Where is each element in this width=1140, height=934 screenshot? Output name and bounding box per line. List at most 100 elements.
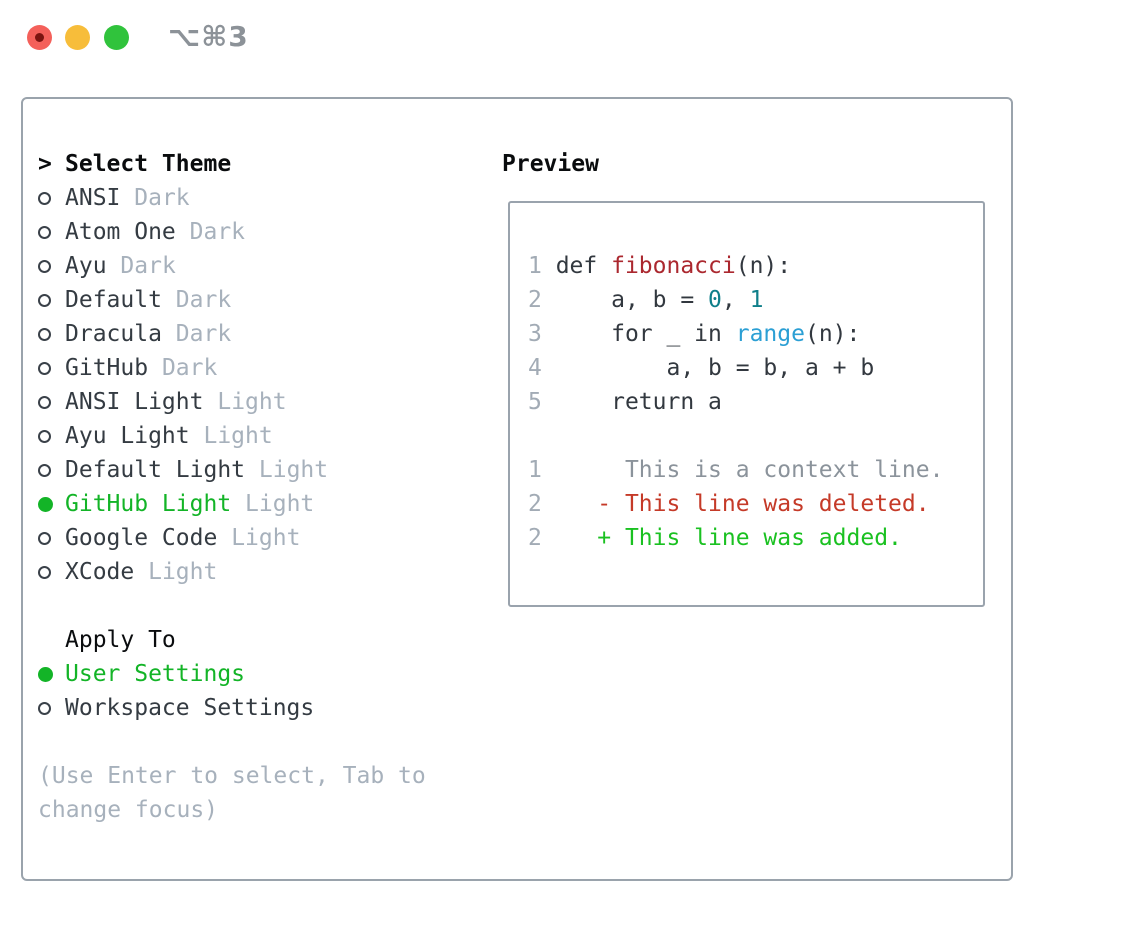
theme-variant: Light xyxy=(203,423,273,449)
apply-to-option[interactable]: Workspace Settings xyxy=(38,691,426,725)
code-token: a, b = xyxy=(555,287,709,313)
code-token: 1 xyxy=(749,287,764,313)
gap xyxy=(162,283,176,317)
theme-name: GitHub xyxy=(65,355,149,381)
theme-option[interactable]: GitHub Light Light xyxy=(38,487,426,521)
prefix-cell xyxy=(38,531,65,545)
code-token: This is a context line. xyxy=(555,457,944,483)
gap xyxy=(120,181,134,215)
prefix-cell xyxy=(38,293,65,307)
code-line: 5 return a xyxy=(528,385,983,419)
theme-name: Google Code xyxy=(65,525,218,551)
select-theme-title: Select Theme xyxy=(65,151,232,177)
code-token: for _ in xyxy=(555,321,736,347)
theme-variant: Light xyxy=(217,389,287,415)
prefix-cell xyxy=(38,666,65,682)
gap xyxy=(217,521,231,555)
code-line: 2 + This line was added. xyxy=(528,521,983,555)
theme-name: GitHub Light xyxy=(65,491,232,517)
gap xyxy=(134,555,148,589)
prefix-cell xyxy=(38,565,65,579)
gap xyxy=(245,453,259,487)
spacer xyxy=(38,589,426,623)
code-token: (n): xyxy=(804,321,861,347)
theme-option[interactable]: Ayu Dark xyxy=(38,249,426,283)
code-token: (n): xyxy=(735,253,792,279)
theme-option[interactable]: GitHub Dark xyxy=(38,351,426,385)
prefix-cell xyxy=(38,259,65,273)
theme-name: ANSI xyxy=(65,185,121,211)
theme-variant: Light xyxy=(231,525,301,551)
prefix-cell xyxy=(38,361,65,375)
prefix-cell xyxy=(38,225,65,239)
radio-icon xyxy=(38,395,51,409)
radio-icon xyxy=(38,293,51,307)
code-token: fibonacci xyxy=(611,253,736,279)
theme-option[interactable]: Ayu Light Light xyxy=(38,419,426,453)
code-line: 3 for _ in range(n): xyxy=(528,317,983,351)
code-line: 4 a, b = b, a + b xyxy=(528,351,983,385)
apply-to-title: Apply To xyxy=(65,627,176,653)
gap xyxy=(176,215,190,249)
radio-icon xyxy=(38,225,51,239)
theme-name: Default Light xyxy=(65,457,246,483)
apply-to-option[interactable]: User Settings xyxy=(38,657,426,691)
theme-option[interactable]: XCode Light xyxy=(38,555,426,589)
code-token: 1 xyxy=(528,457,556,483)
gap xyxy=(162,317,176,351)
gap xyxy=(203,385,217,419)
code-token: 2 xyxy=(528,491,556,517)
theme-variant: Dark xyxy=(120,253,176,279)
radio-icon xyxy=(38,259,51,273)
theme-option[interactable]: Default Light Light xyxy=(38,453,426,487)
maximize-button[interactable] xyxy=(104,25,129,50)
code-token: , xyxy=(721,287,750,313)
close-button[interactable] xyxy=(27,25,52,50)
radio-icon xyxy=(38,361,51,375)
code-token: 1 xyxy=(528,253,556,279)
code-token: - This line was deleted. xyxy=(555,491,930,517)
theme-variant: Dark xyxy=(134,185,190,211)
close-dot-icon xyxy=(35,33,44,42)
preview-title: Preview xyxy=(502,151,599,177)
code-token: return a xyxy=(555,389,722,415)
apply-to-label: Workspace Settings xyxy=(65,695,315,721)
code-token: 3 xyxy=(528,321,556,347)
theme-option[interactable]: ANSI Dark xyxy=(38,181,426,215)
select-theme-header: >Select Theme xyxy=(38,147,426,181)
code-line: 1 This is a context line. xyxy=(528,453,983,487)
minimize-button[interactable] xyxy=(65,25,90,50)
code-token: 2 xyxy=(528,525,556,551)
theme-option[interactable]: Google Code Light xyxy=(38,521,426,555)
theme-name: XCode xyxy=(65,559,135,585)
theme-variant: Dark xyxy=(161,355,218,381)
theme-option[interactable]: Default Dark xyxy=(38,283,426,317)
theme-name: Ayu xyxy=(65,253,107,279)
radio-selected-icon xyxy=(38,666,53,682)
theme-option[interactable]: Atom One Dark xyxy=(38,215,426,249)
code-token: 4 xyxy=(528,355,556,381)
code-line: 2 a, b = 0, 1 xyxy=(528,283,983,317)
prefix-cell xyxy=(38,429,65,443)
radio-icon xyxy=(38,701,51,715)
radio-selected-icon xyxy=(38,496,53,512)
theme-name: Dracula xyxy=(65,321,162,347)
theme-option[interactable]: Dracula Dark xyxy=(38,317,426,351)
code-token: + This line was added. xyxy=(555,525,902,551)
window-title: ⌥⌘3 xyxy=(168,20,249,53)
gap xyxy=(107,249,121,283)
radio-icon xyxy=(38,191,51,205)
theme-option[interactable]: ANSI Light Light xyxy=(38,385,426,419)
prefix-cell xyxy=(38,463,65,477)
prefix-cell xyxy=(38,701,65,715)
gap xyxy=(148,351,162,385)
hint-line: (Use Enter to select, Tab to xyxy=(38,763,426,789)
theme-variant: Light xyxy=(245,491,315,517)
prefix-cell xyxy=(38,191,65,205)
prefix-cell xyxy=(38,395,65,409)
